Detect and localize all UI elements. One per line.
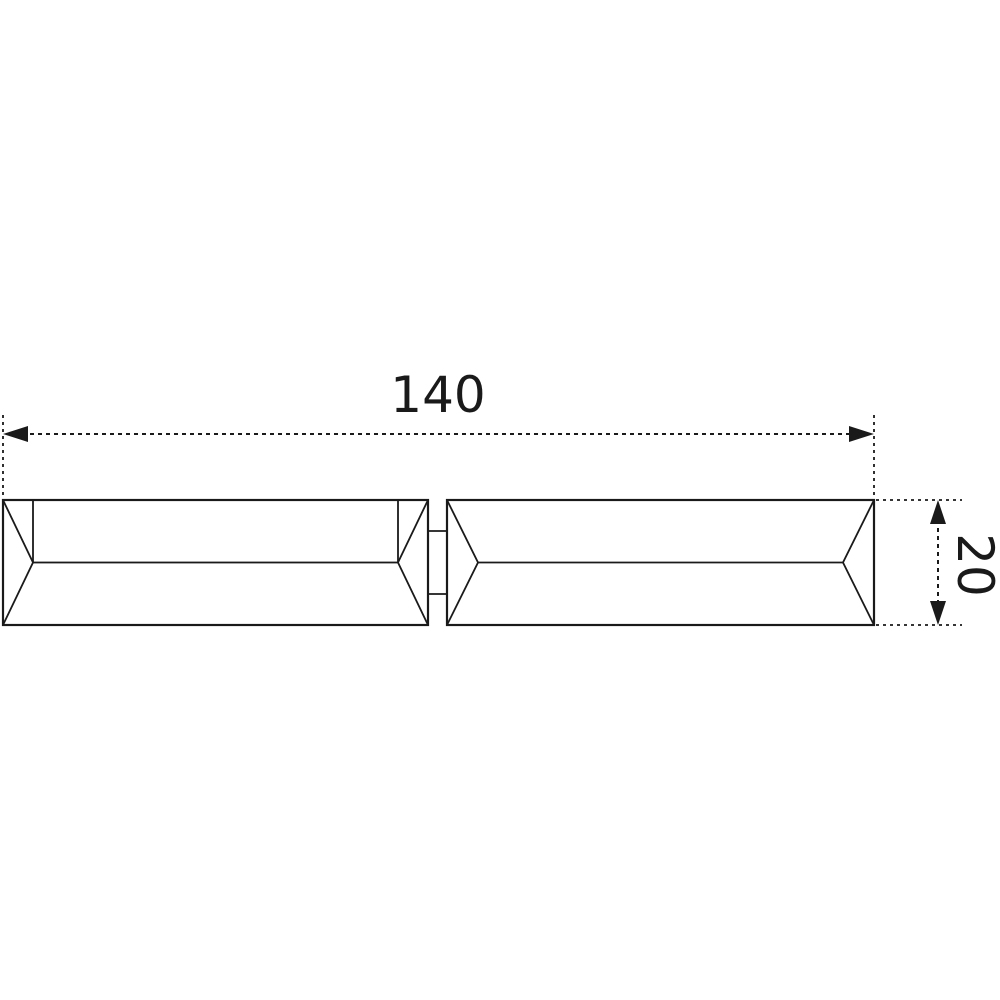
length-arrow-left	[3, 426, 28, 442]
left-bar-bevel-left	[2, 499, 34, 626]
length-dimension-value: 140	[390, 366, 485, 424]
right-bar-bevel-right	[841, 499, 875, 626]
right-bar-bevel-left	[446, 499, 480, 626]
height-dimension-value: 20	[946, 533, 1000, 597]
height-arrow-top	[930, 500, 946, 524]
length-arrow-right	[849, 426, 874, 442]
right-bar	[445, 498, 876, 627]
length-dimension: 140	[2, 366, 875, 498]
left-bar-bevel-right	[397, 499, 429, 626]
left-bar-face	[32, 499, 399, 564]
left-bar	[1, 498, 430, 627]
height-dimension: 20	[876, 499, 1000, 626]
connector	[428, 530, 447, 595]
height-arrow-bottom	[930, 601, 946, 625]
right-bar-outline	[445, 498, 876, 627]
